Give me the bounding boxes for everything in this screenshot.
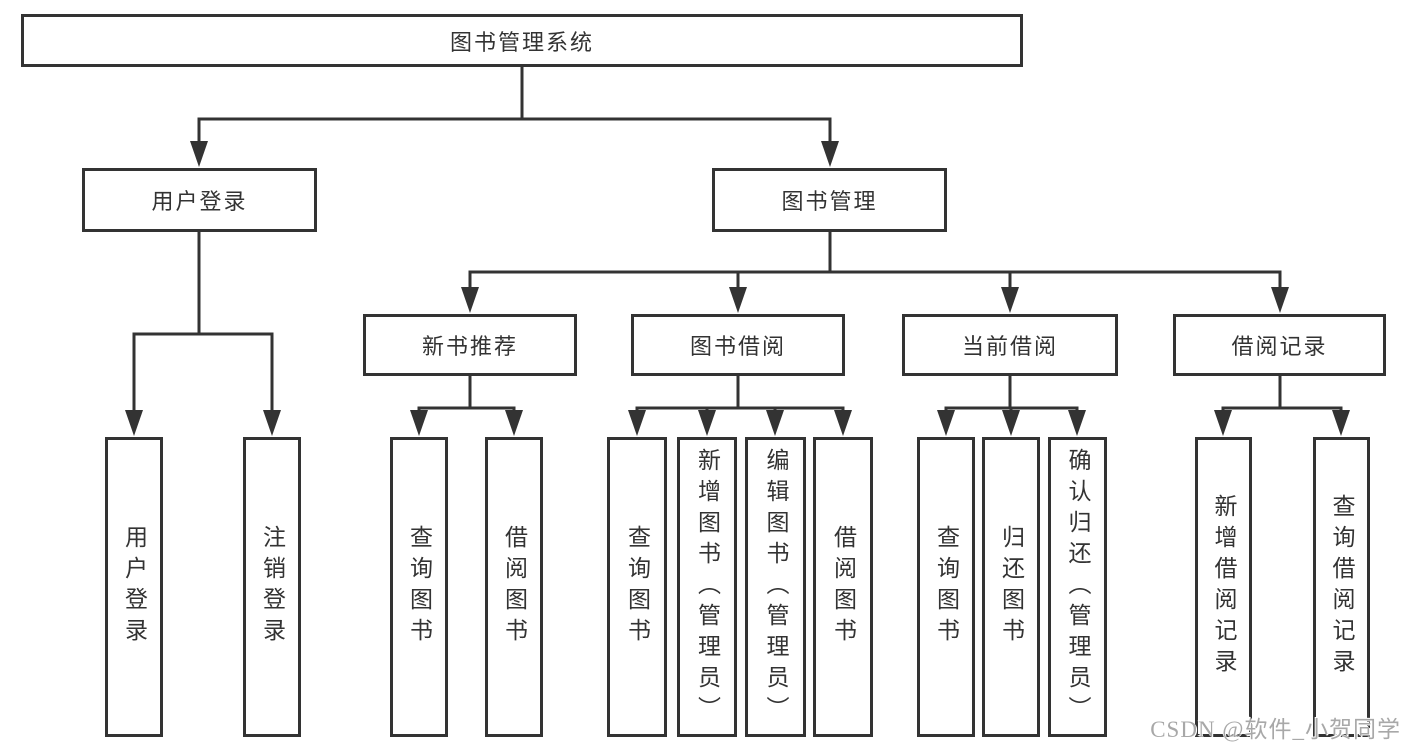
leaf-newbook-query-book: 查询图书	[390, 437, 448, 737]
leaf-borrow-add-book: 新增图书（管理员）	[677, 437, 737, 737]
node-borrow-record: 借阅记录	[1173, 314, 1386, 376]
arrowheads	[125, 141, 1350, 436]
leaf-newbook-borrow-book: 借阅图书	[485, 437, 543, 737]
node-book-management: 图书管理	[712, 168, 947, 232]
leaf-record-add: 新增借阅记录	[1195, 437, 1252, 737]
leaf-borrow-edit-book: 编辑图书（管理员）	[745, 437, 806, 737]
csdn-watermark: CSDN @软件_小贺同学	[1150, 717, 1401, 742]
node-user-login: 用户登录	[82, 168, 317, 232]
leaf-user-login: 用户登录	[105, 437, 163, 737]
leaf-borrow-query-book: 查询图书	[607, 437, 667, 737]
leaf-borrow-borrow-book: 借阅图书	[813, 437, 873, 737]
leaf-logout: 注销登录	[243, 437, 301, 737]
leaf-record-query: 查询借阅记录	[1313, 437, 1370, 737]
node-current-borrow: 当前借阅	[902, 314, 1118, 376]
leaf-current-return-book: 归还图书	[982, 437, 1040, 737]
node-book-borrow: 图书借阅	[631, 314, 845, 376]
node-root: 图书管理系统	[21, 14, 1023, 67]
leaf-current-query-book: 查询图书	[917, 437, 975, 737]
leaf-current-confirm-return: 确认归还（管理员）	[1048, 437, 1107, 737]
node-new-book-recommend: 新书推荐	[363, 314, 577, 376]
